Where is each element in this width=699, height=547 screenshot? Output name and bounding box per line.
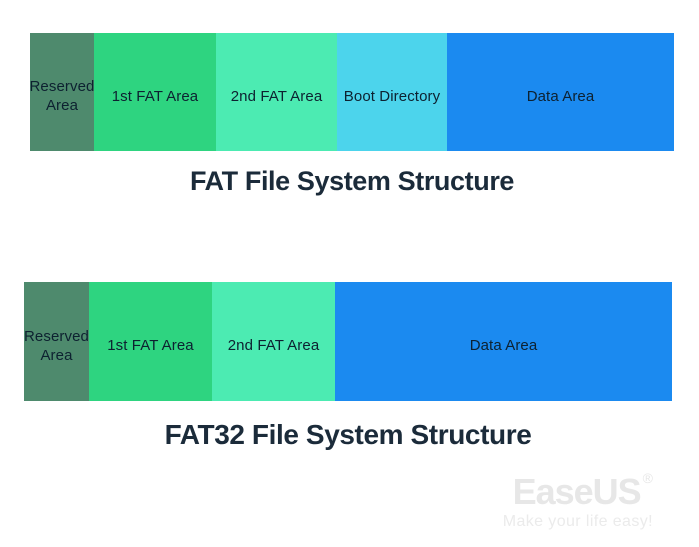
registered-trademark-icon: ® bbox=[642, 470, 653, 486]
segment-label: 1st FAT Area bbox=[111, 87, 199, 105]
bar-segment-1st-fat-area: 1st FAT Area bbox=[89, 282, 212, 401]
segment-label: Data Area bbox=[469, 337, 538, 355]
bar-segment-boot-directory: Boot Directory bbox=[337, 33, 447, 151]
bar-segment-data-area: Data Area bbox=[447, 33, 674, 151]
easeus-logo: EaseUS ® bbox=[512, 470, 653, 512]
easeus-watermark: EaseUS ® Make your life easy! bbox=[502, 470, 653, 531]
bar-segment-data-area: Data Area bbox=[335, 282, 672, 401]
fat-title: FAT File System Structure bbox=[189, 166, 515, 196]
bar-segment-2nd-fat-area: 2nd FAT Area bbox=[212, 282, 335, 401]
bar-segment-2nd-fat-area: 2nd FAT Area bbox=[216, 33, 337, 151]
easeus-logo-text: EaseUS bbox=[512, 471, 642, 512]
segment-label: 2nd FAT Area bbox=[230, 87, 323, 105]
fat32-title: FAT32 File System Structure bbox=[164, 419, 532, 450]
easeus-tagline: Make your life easy! bbox=[502, 512, 653, 530]
fat-structure-bar: Reserved Area 1st FAT Area 2nd FAT Area Boo… bbox=[30, 33, 674, 151]
segment-label: Reserved Area bbox=[24, 327, 89, 364]
segment-label: Data Area bbox=[526, 87, 595, 105]
segment-label: 1st FAT Area bbox=[107, 337, 194, 355]
bar-segment-1st-fat-area: 1st FAT Area bbox=[94, 33, 216, 151]
segment-label: Reserved Area bbox=[30, 78, 94, 114]
bar-segment-reserved-area: Reserved Area bbox=[24, 282, 89, 401]
segment-label: 2nd FAT Area bbox=[227, 337, 320, 355]
segment-label: Boot Directory bbox=[343, 87, 441, 105]
bar-segment-reserved-area: Reserved Area bbox=[30, 33, 94, 151]
fat32-structure-bar: Reserved Area 1st FAT Area 2nd FAT Area Dat… bbox=[24, 282, 672, 401]
